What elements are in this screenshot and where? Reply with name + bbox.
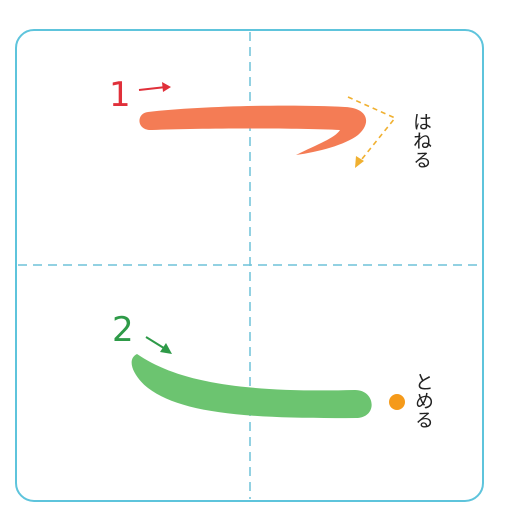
- stroke-1-path: [139, 105, 367, 155]
- stroke-1-direction-arrow: [138, 82, 171, 92]
- stroke-order-number-2: 2: [112, 310, 134, 350]
- hane-direction-arrow: [347, 96, 397, 165]
- stroke-order-number-1: 1: [109, 75, 131, 115]
- tome-end-dot: [389, 394, 405, 410]
- stroke-2-direction-arrow: [145, 336, 172, 354]
- hane-arrow-head: [355, 156, 364, 168]
- stroke-1-ending-label: はねる: [410, 112, 432, 169]
- stroke-2-ending-label: とめる: [412, 372, 434, 429]
- stroke-2-path: [131, 354, 372, 419]
